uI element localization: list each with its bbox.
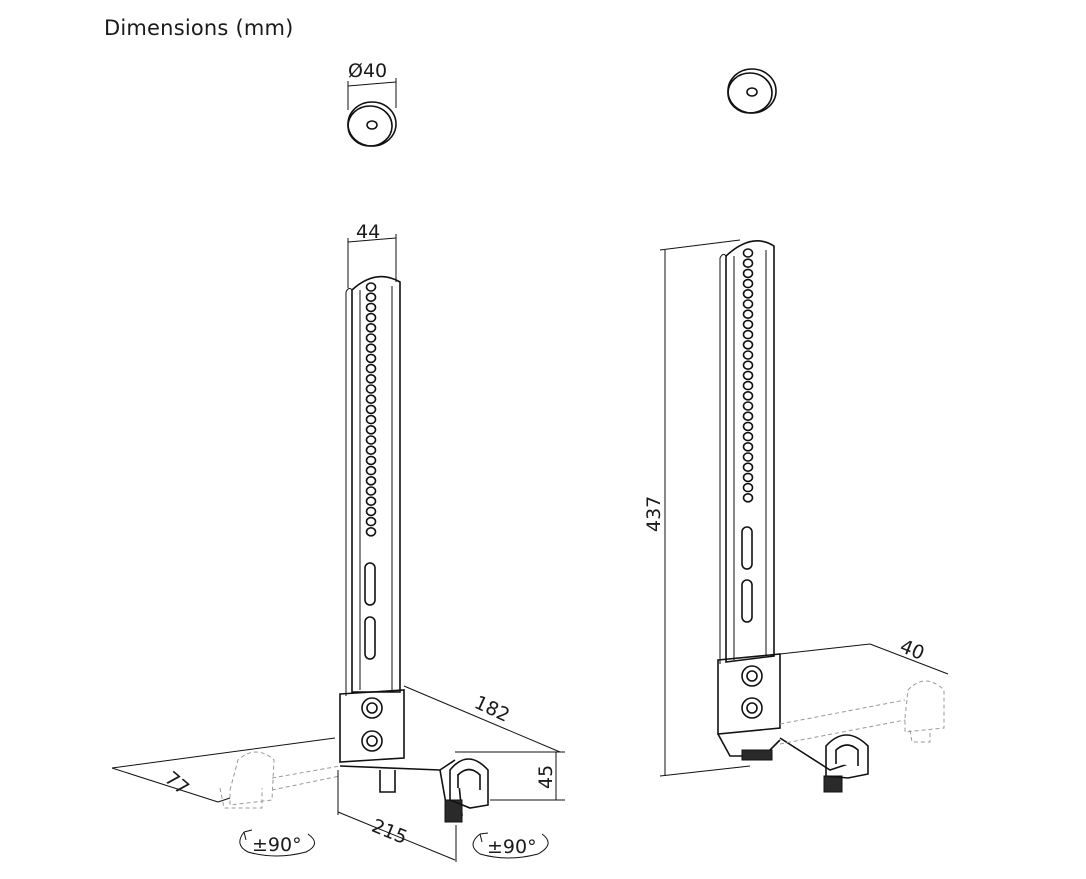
dim-side-offset: 77	[160, 767, 193, 799]
column-hole	[742, 360, 754, 371]
column-hole	[365, 322, 377, 333]
column-hole	[742, 441, 754, 452]
column-hole	[742, 431, 754, 442]
column-hole	[365, 312, 377, 323]
column-hole	[742, 411, 754, 422]
rotation-label-right: ±90°	[487, 836, 537, 858]
column-hole	[365, 333, 377, 343]
column-hole	[742, 390, 754, 401]
column-hole	[742, 452, 754, 462]
column-hole	[365, 414, 377, 425]
column-hole	[742, 482, 754, 493]
column-hole	[365, 353, 377, 364]
column-hole	[742, 258, 754, 269]
column-hole	[365, 424, 377, 435]
column-hole	[742, 299, 754, 309]
column-hole	[742, 329, 754, 340]
column-hole	[742, 319, 754, 330]
rotation-indicator-left	[239, 829, 315, 857]
column-hole	[742, 268, 754, 279]
column-hole	[365, 496, 377, 507]
rubber-pad-right	[727, 68, 777, 114]
column-hole	[365, 282, 377, 292]
column-hole	[365, 302, 377, 313]
column-hole	[742, 339, 754, 350]
dim-base-height: 45	[535, 765, 557, 789]
base-right	[779, 680, 945, 793]
column-hole	[365, 526, 377, 537]
column-hole	[742, 380, 754, 391]
rotation-indicator-right	[472, 832, 549, 859]
rubber-pad-left	[347, 78, 397, 147]
column-hole	[742, 492, 754, 503]
column-hole	[742, 370, 754, 381]
column-hole	[742, 421, 754, 432]
diagram-title: Dimensions (mm)	[104, 16, 294, 40]
dim-base-length: 182	[471, 692, 513, 727]
column-hole	[365, 343, 377, 354]
column-hole	[365, 445, 377, 456]
column-hole	[365, 486, 377, 496]
column-hole	[742, 350, 754, 360]
column-hole	[742, 288, 754, 299]
column-hole	[365, 516, 377, 527]
column-hole	[742, 472, 754, 483]
column-hole	[365, 394, 377, 405]
column-right	[717, 240, 781, 761]
dim-pad-diameter: Ø40	[348, 60, 387, 82]
dim-column-width: 44	[356, 221, 380, 243]
dim-total-height: 437	[643, 496, 665, 532]
column-hole	[365, 384, 377, 394]
column-hole	[365, 373, 377, 384]
column-hole	[365, 292, 377, 303]
dim-base-width: 215	[368, 815, 410, 849]
dim-pad-depth: 40	[897, 635, 928, 664]
column-hole	[365, 404, 377, 415]
column-left	[339, 275, 405, 763]
rotation-label-left: ±90°	[252, 834, 302, 856]
column-hole	[365, 435, 377, 445]
column-hole	[742, 309, 754, 320]
column-hole	[742, 401, 754, 411]
column-hole	[365, 506, 377, 517]
column-hole	[365, 465, 377, 476]
column-hole	[742, 278, 754, 289]
column-hole	[742, 462, 754, 473]
column-hole	[365, 475, 377, 486]
column-hole	[365, 363, 377, 374]
column-hole	[742, 248, 754, 258]
column-hole	[365, 455, 377, 466]
base-left	[219, 751, 489, 823]
